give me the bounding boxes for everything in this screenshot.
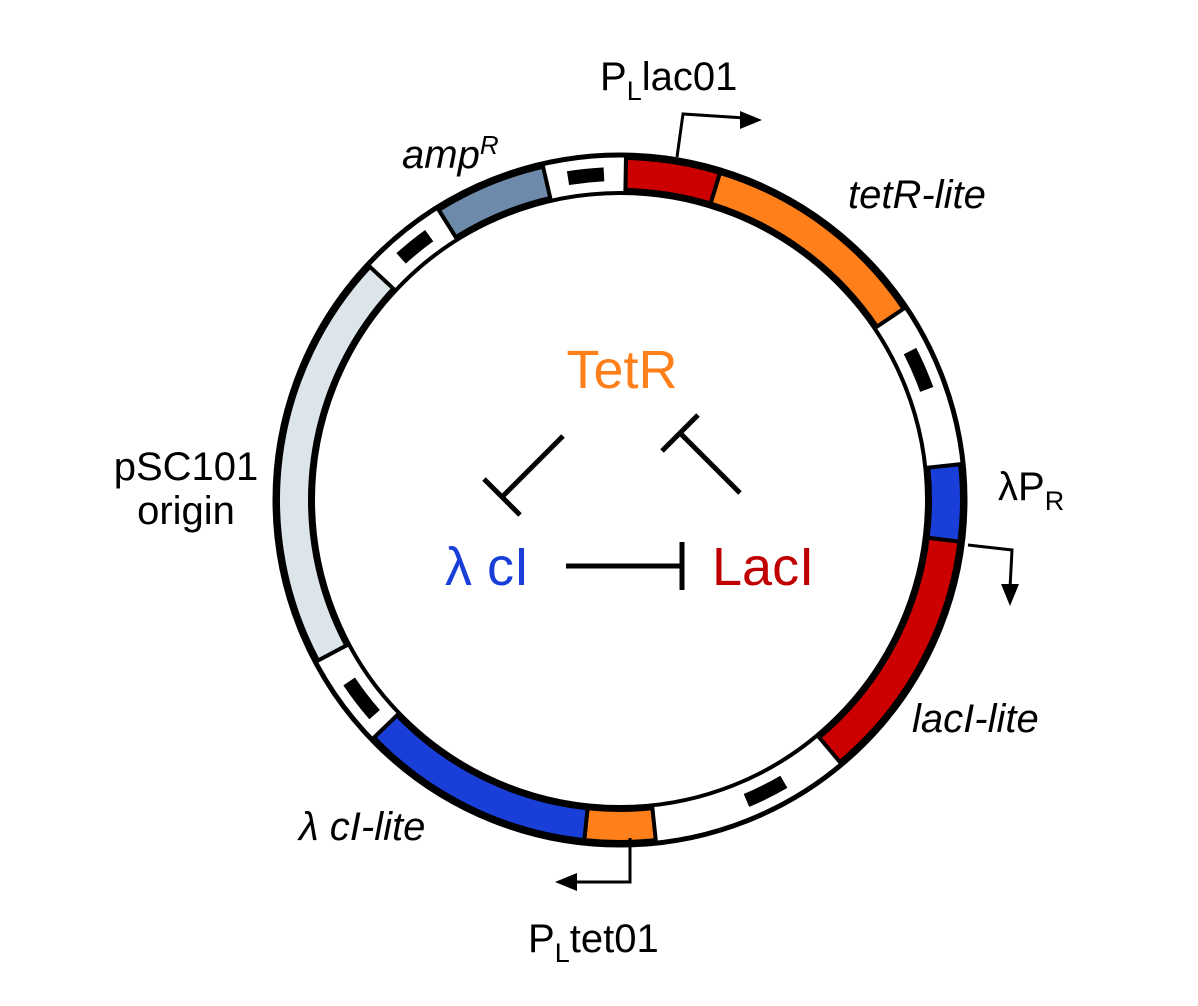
ptet-promoter-segment	[582, 806, 658, 844]
plac-promoter-arrow	[675, 111, 762, 158]
repression-tetr-to-cl	[482, 434, 565, 517]
amp-gene-label: ampR	[402, 130, 499, 177]
amp-gene-segment	[436, 164, 553, 240]
terminator-block	[566, 167, 605, 186]
cl-gene-segment	[371, 712, 590, 843]
laci-gene-segment	[816, 535, 962, 765]
lambda-pr-promoter-arrow	[967, 543, 1019, 606]
origin-segment	[276, 263, 397, 664]
tetr-gene-label: tetR-lite	[848, 173, 986, 217]
cl-protein-label: λ cI	[445, 537, 529, 597]
tetr-protein-label: TetR	[566, 340, 677, 400]
laci-gene-label: lacI-lite	[912, 697, 1039, 741]
cl-gene-label: λ cI-lite	[297, 805, 425, 849]
origin-label-line2: origin	[137, 489, 235, 533]
plasmid-inner-ring	[311, 191, 929, 809]
repression-cl-to-laci	[566, 542, 685, 590]
ptet-promoter-label: PLtet01	[528, 917, 659, 968]
tetr-gene-segment	[708, 170, 907, 330]
terminator-block	[343, 677, 380, 720]
origin-label-line1: pSC101	[114, 445, 259, 489]
lambda-pr-promoter-segment	[925, 462, 964, 544]
terminator-block	[903, 347, 934, 392]
lambda-pr-promoter-label: λPR	[998, 465, 1064, 516]
plac-promoter-label: PLlac01	[600, 55, 737, 106]
ptet-promoter-arrow	[555, 838, 632, 891]
terminator-block	[743, 775, 788, 807]
plasmid-outer-ring	[272, 152, 968, 848]
terminator-block	[396, 230, 434, 264]
repression-laci-to-tetr	[660, 413, 742, 495]
laci-protein-label: LacI	[712, 537, 814, 597]
